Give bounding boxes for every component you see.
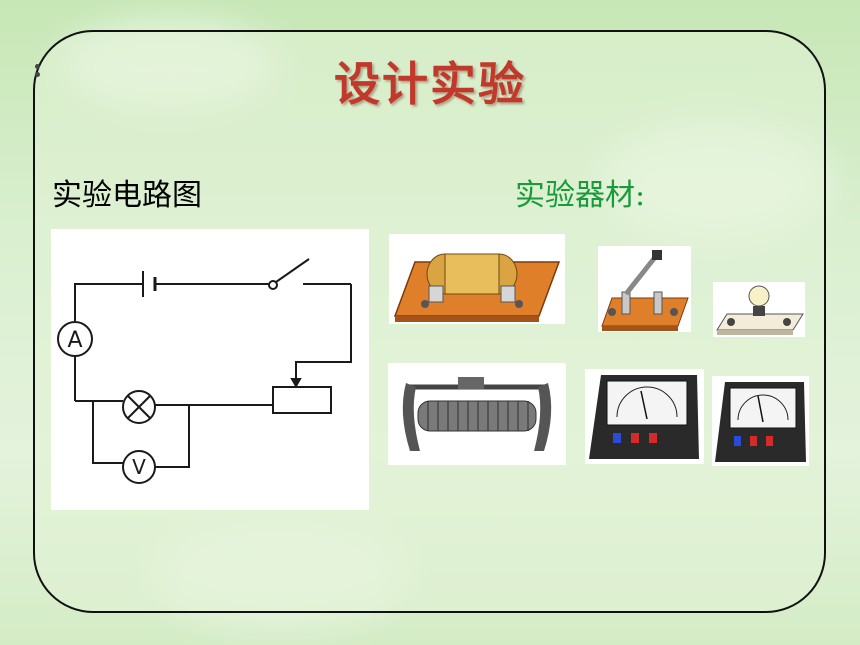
circuit-diagram-label: 实验电路图 (52, 178, 202, 213)
bulb-on-base-icon (713, 282, 805, 337)
battery-holder-icon (389, 234, 565, 324)
switch-pivot (268, 280, 278, 290)
voltmeter-symbol: V (132, 455, 146, 479)
wire-voltmeter-left (92, 401, 123, 464)
voltmeter-meter-icon (585, 369, 704, 464)
circuit-diagram-svg: A V (57, 258, 352, 484)
lamp-cross-2 (127, 395, 151, 419)
lamp-circle (122, 390, 156, 424)
wire-voltmeter-right (155, 405, 190, 468)
wire-right (295, 284, 352, 381)
rheostat-box (272, 386, 332, 414)
switch-blade (275, 258, 310, 283)
rheostat-arrow (290, 378, 302, 389)
ammeter-symbol: A (67, 328, 82, 353)
wire-top-left (74, 283, 143, 321)
slide-title: 设计实验 (334, 57, 526, 111)
knife-switch-icon (598, 246, 691, 332)
bullet-icon (35, 64, 41, 78)
circuit-diagram: A V (51, 229, 369, 510)
rheostat-icon (388, 363, 566, 465)
ammeter-meter-icon (712, 376, 809, 466)
equipment-label: 实验器材: (515, 178, 646, 213)
